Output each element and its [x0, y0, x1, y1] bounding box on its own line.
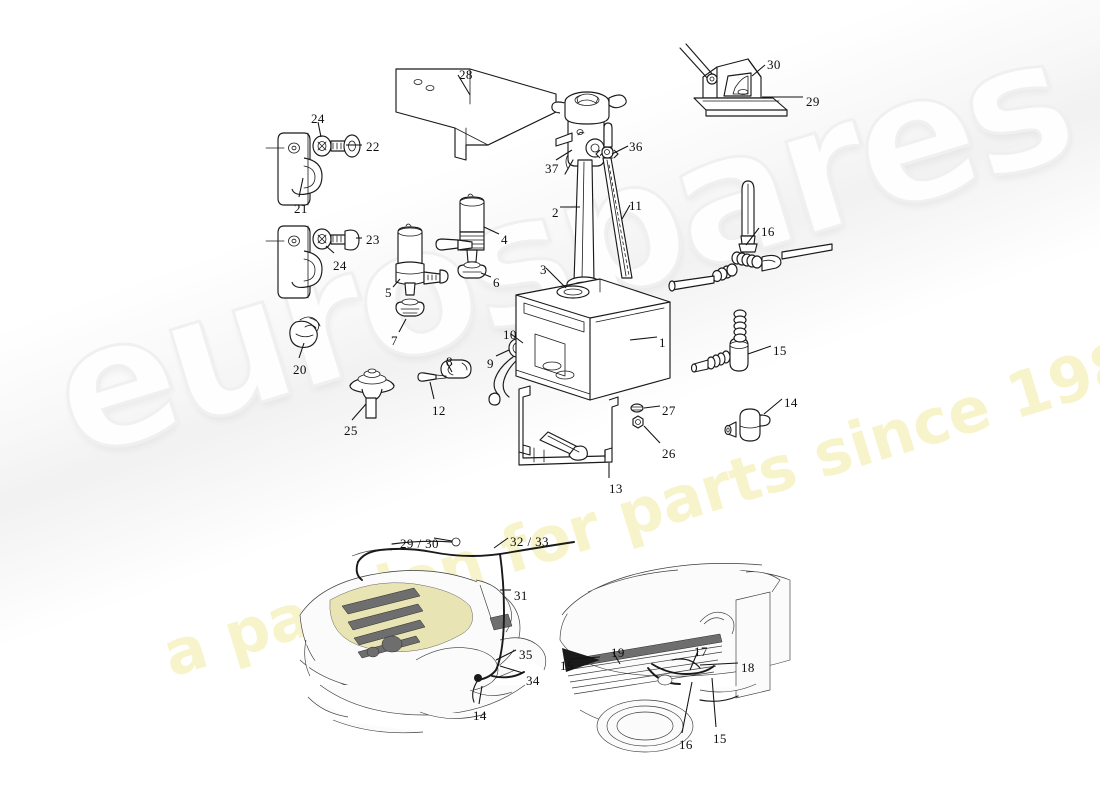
part-23-knob-screw [330, 229, 360, 251]
callout-26: 26 [662, 446, 676, 461]
callout-29-30-bottom: 29 / 30 [400, 536, 439, 551]
callout-27: 27 [662, 403, 676, 418]
part-27-washer [630, 403, 644, 413]
part-1-washer-reservoir [515, 278, 671, 401]
callout-8: 8 [446, 354, 453, 369]
part-16-hose-connector [668, 180, 833, 292]
callout-20: 20 [293, 362, 307, 377]
callout-14: 14 [784, 395, 798, 410]
part-6-grommet-upper [457, 261, 487, 279]
callout-22: 22 [366, 139, 380, 154]
part-2-jack-column [566, 159, 602, 299]
part-7-grommet-lower [395, 298, 425, 317]
callout-37: 37 [545, 161, 559, 176]
callout-11: 11 [629, 198, 643, 213]
part-21-clamp-upper [265, 132, 323, 206]
callout-18: 18 [741, 660, 755, 675]
callout-19: 19 [611, 645, 625, 660]
callout-6: 6 [493, 275, 500, 290]
part-36-jack-pivot-screw [595, 122, 619, 159]
callout-32-33-bottom: 32 / 33 [510, 534, 549, 549]
part-13-mounting-bracket [518, 385, 619, 466]
part-4-washer-pump-upper [435, 193, 485, 263]
callout-10: 10 [503, 327, 517, 342]
part-29-30-cable [679, 43, 718, 85]
callout-4: 4 [501, 232, 508, 247]
part-26-nut [632, 415, 644, 429]
part-30-lamp-lens [702, 58, 762, 99]
part-12-pin [417, 372, 447, 382]
callout-36: 36 [629, 139, 643, 154]
callout-23: 23 [366, 232, 380, 247]
callout-2: 2 [552, 205, 559, 220]
callout-15: 15 [773, 343, 787, 358]
callout-9: 9 [487, 356, 494, 371]
part-14-washer-jet [724, 408, 771, 442]
part-37-jack-head [551, 91, 627, 175]
part-21-clamp-lower [265, 225, 323, 299]
callout-13: 13 [609, 481, 623, 496]
callout-30: 30 [767, 57, 781, 72]
part-20-cable-clip [289, 316, 321, 349]
part-5-washer-pump-lower [395, 223, 449, 296]
callout-31: 31 [514, 588, 528, 603]
callout-14-bottom: 14 [473, 708, 487, 723]
part-15-tee-connector [690, 309, 749, 373]
part-22-bolt [330, 134, 361, 158]
callout-15-bottom-left: 15 [560, 658, 574, 673]
callout-5: 5 [385, 285, 392, 300]
hose-run-31 [355, 537, 575, 703]
callout-3: 3 [540, 262, 547, 277]
part-29-lamp-base [693, 97, 788, 117]
part-28-jack-bracket [395, 68, 557, 161]
callout-12: 12 [432, 403, 446, 418]
callout-16: 16 [761, 224, 775, 239]
callout-35: 35 [519, 647, 533, 662]
part-11-jack-leg [602, 157, 633, 279]
callout-24a: 24 [311, 111, 325, 126]
underbody-photo [559, 563, 791, 753]
callout-25: 25 [344, 423, 358, 438]
part-25-rubber-buffer [349, 368, 395, 419]
leader-lines [298, 64, 803, 734]
part-24-washer-lower [312, 228, 332, 250]
callout-28: 28 [459, 67, 473, 82]
callout-34: 34 [526, 673, 540, 688]
callout-24b: 24 [333, 258, 347, 273]
callout-29: 29 [806, 94, 820, 109]
callout-15-bottom-right: 15 [713, 731, 727, 746]
callout-16-bottom: 16 [679, 737, 693, 752]
callout-1: 1 [659, 335, 666, 350]
callout-21: 21 [294, 201, 308, 216]
callout-7: 7 [391, 333, 398, 348]
part-24-washer-upper [312, 135, 332, 157]
part-9-filler-cap-hose [488, 356, 520, 406]
callout-17: 17 [694, 644, 708, 659]
engine-bay-photo [299, 549, 547, 734]
